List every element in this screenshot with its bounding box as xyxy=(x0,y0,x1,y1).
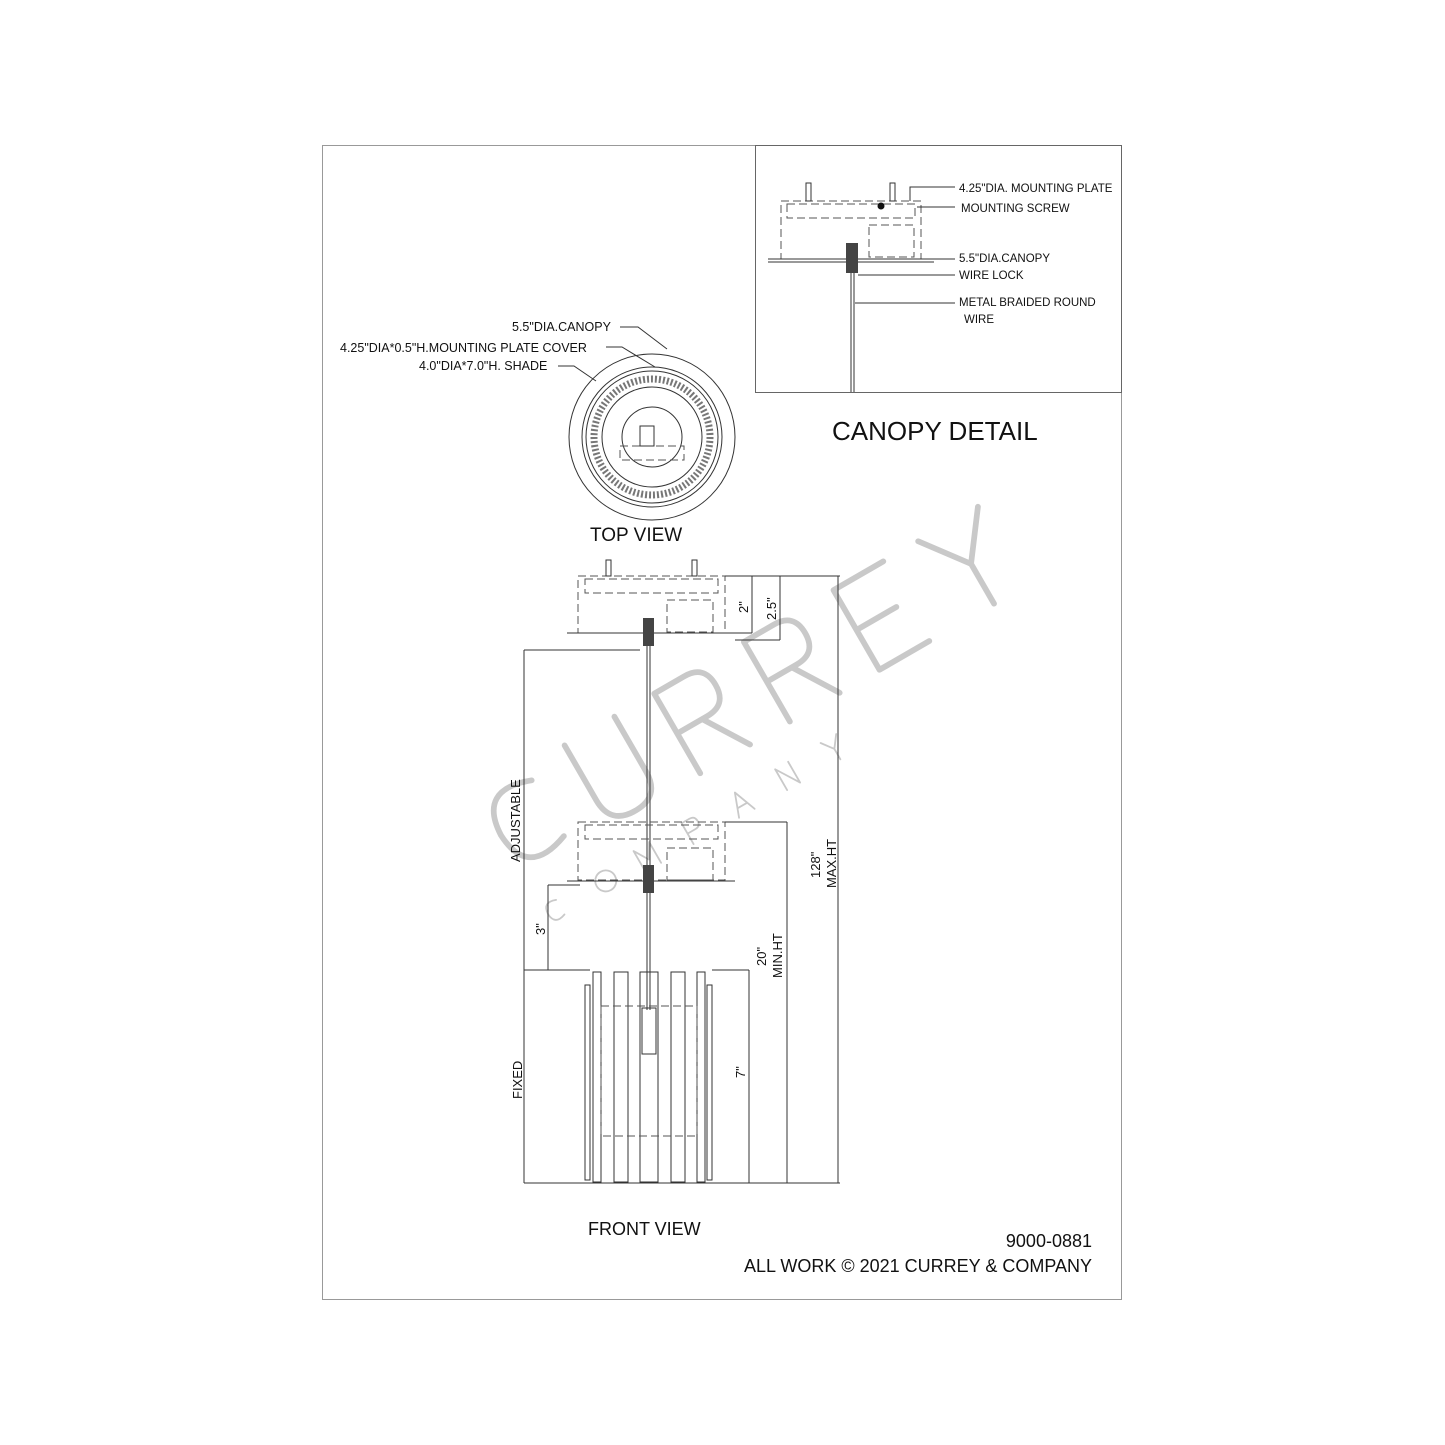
canopy-detail-box xyxy=(755,145,1122,393)
copyright: ALL WORK © 2021 CURREY & COMPANY xyxy=(744,1256,1092,1276)
top-view-drawing xyxy=(558,326,736,521)
label-mounting-screw: MOUNTING SCREW xyxy=(961,203,1070,215)
dim-max-height: 128" xyxy=(808,851,823,878)
top-view-title: TOP VIEW xyxy=(590,525,682,546)
dim-min-height: 20" xyxy=(754,947,769,966)
canopy-detail-title: CANOPY DETAIL xyxy=(832,416,1038,446)
label-wire: WIRE xyxy=(964,314,994,326)
label-wire-lock: WIRE LOCK xyxy=(959,270,1024,282)
dim-canopy-inner: 2" xyxy=(736,601,751,613)
dim-min-height-label: MIN.HT xyxy=(770,933,785,978)
dim-max-height-label: MAX.HT xyxy=(824,839,839,888)
dim-gap: 3" xyxy=(533,923,548,935)
dim-fixed: FIXED xyxy=(510,1061,525,1099)
canopy-detail-drawing xyxy=(768,182,955,392)
dim-adjustable: ADJUSTABLE xyxy=(508,779,523,862)
watermark-logo xyxy=(490,503,997,921)
top-label-mounting-plate-cover: 4.25"DIA*0.5"H.MOUNTING PLATE COVER xyxy=(340,341,587,355)
drawing-frame xyxy=(322,145,1122,1300)
dim-shade: 7" xyxy=(733,1066,748,1078)
front-view-drawing xyxy=(523,559,840,1184)
dim-canopy-total: 2.5" xyxy=(764,597,779,620)
front-view-title: FRONT VIEW xyxy=(588,1219,701,1239)
top-label-shade: 4.0"DIA*7.0"H. SHADE xyxy=(419,359,547,373)
label-mounting-plate: 4.25"DIA. MOUNTING PLATE xyxy=(959,183,1113,195)
label-braided-wire: METAL BRAIDED ROUND xyxy=(959,297,1096,309)
label-canopy: 5.5"DIA.CANOPY xyxy=(959,253,1050,265)
part-number: 9000-0881 xyxy=(1006,1231,1092,1251)
top-label-canopy: 5.5"DIA.CANOPY xyxy=(512,320,612,334)
